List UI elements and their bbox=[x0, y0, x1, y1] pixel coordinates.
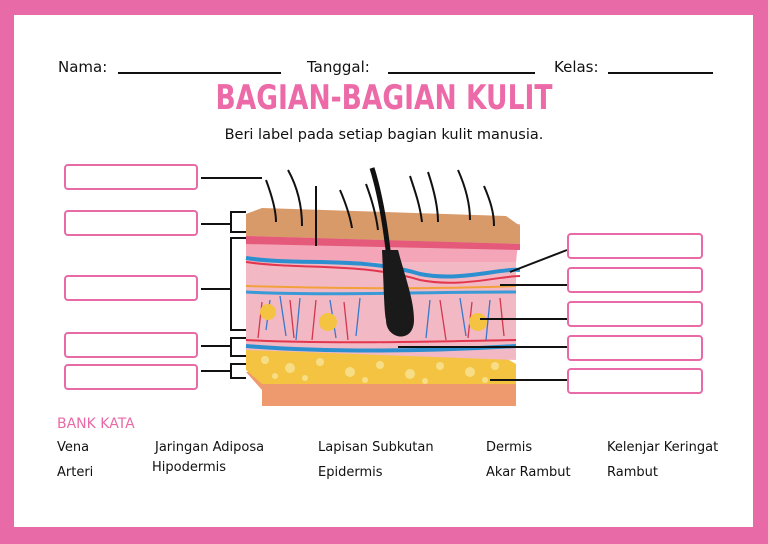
kelas-input-line[interactable] bbox=[608, 72, 713, 74]
tanggal-input-line[interactable] bbox=[388, 72, 535, 74]
kelas-label: Kelas: bbox=[554, 58, 599, 76]
label-box-right-1[interactable] bbox=[567, 233, 703, 259]
word-bank-item: Hipodermis bbox=[152, 460, 227, 475]
label-box-left-3[interactable] bbox=[64, 275, 198, 301]
word-bank-item: Jaringan Adiposa bbox=[155, 440, 265, 455]
tanggal-label: Tanggal: bbox=[307, 58, 370, 76]
page-title: BAGIAN-BAGIAN KULIT bbox=[215, 78, 553, 118]
word-bank-item: Lapisan Subkutan bbox=[318, 440, 434, 455]
instruction-text: Beri label pada setiap bagian kulit manu… bbox=[224, 127, 544, 143]
word-bank-item: Arteri bbox=[57, 465, 94, 480]
label-box-right-4[interactable] bbox=[567, 335, 703, 361]
label-box-left-5[interactable] bbox=[64, 364, 198, 390]
label-box-left-4[interactable] bbox=[64, 332, 198, 358]
word-bank-item: Kelenjar Keringat bbox=[607, 440, 719, 455]
word-bank-item: Akar Rambut bbox=[486, 465, 571, 480]
label-box-right-2[interactable] bbox=[567, 267, 703, 293]
label-box-right-3[interactable] bbox=[567, 301, 703, 327]
word-bank-item: Rambut bbox=[607, 465, 658, 480]
word-bank-item: Dermis bbox=[486, 440, 533, 455]
label-box-left-2[interactable] bbox=[64, 210, 198, 236]
nama-label: Nama: bbox=[58, 58, 108, 76]
label-box-left-1[interactable] bbox=[64, 164, 198, 190]
word-bank-title: BANK KATA bbox=[57, 416, 135, 432]
word-bank-item: Vena bbox=[57, 440, 90, 455]
nama-input-line[interactable] bbox=[118, 72, 281, 74]
label-box-right-5[interactable] bbox=[567, 368, 703, 394]
word-bank-item: Epidermis bbox=[318, 465, 383, 480]
